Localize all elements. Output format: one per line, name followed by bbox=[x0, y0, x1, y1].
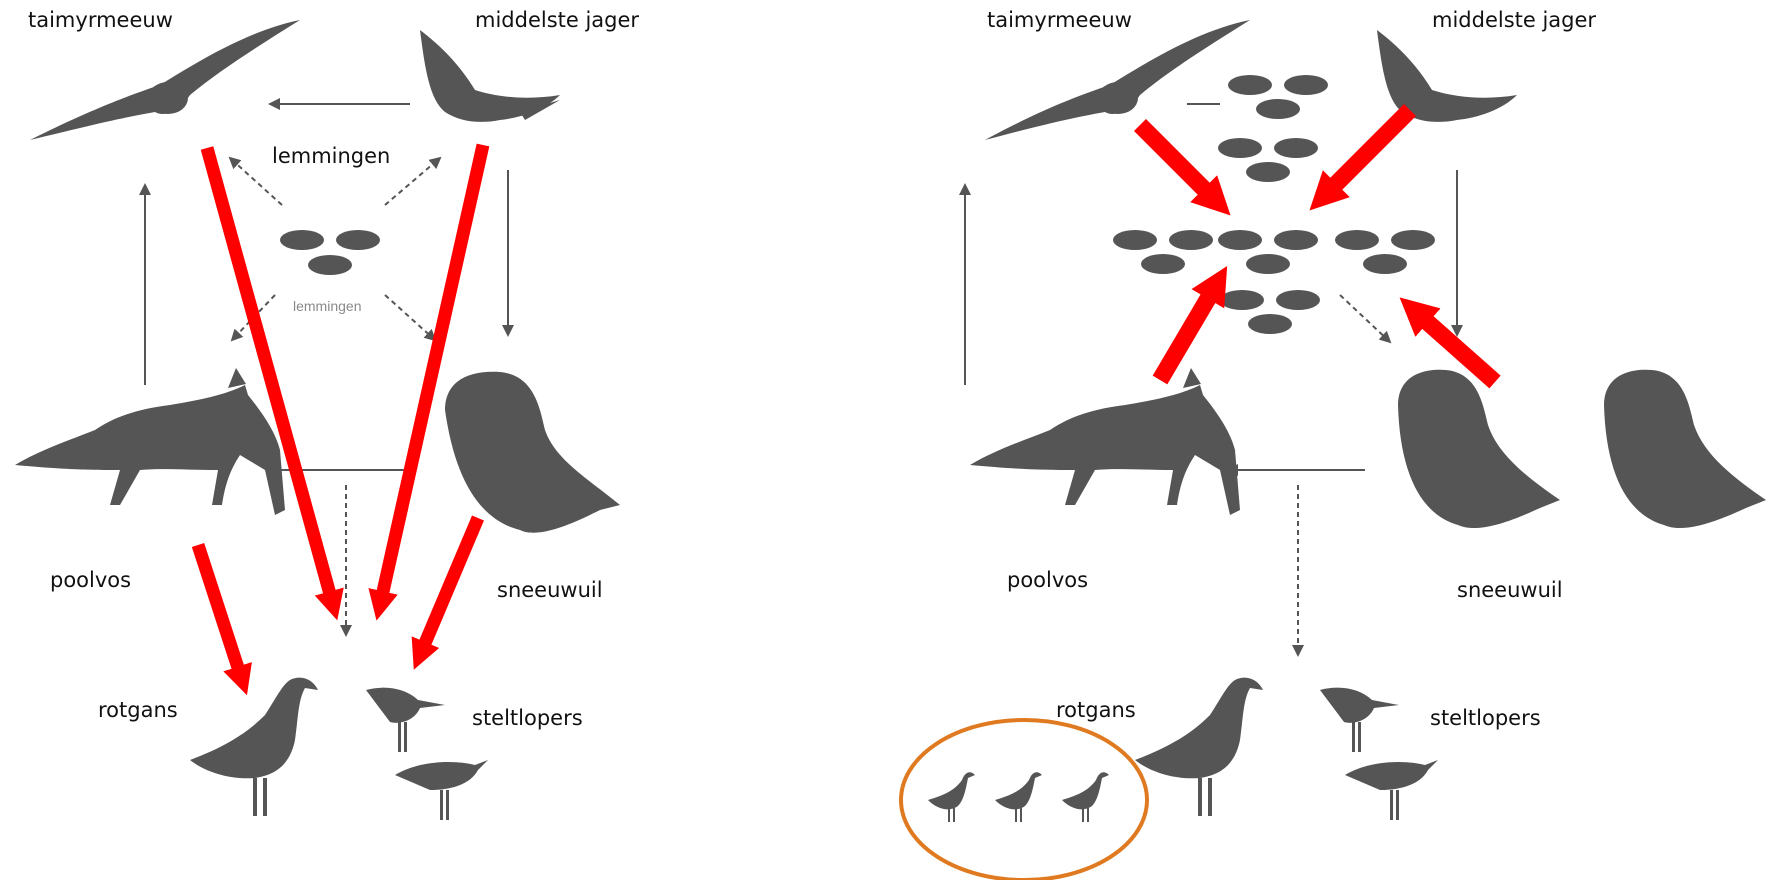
label-skua: middelste jager bbox=[475, 8, 640, 32]
label-gull: taimyrmeeuw bbox=[28, 8, 173, 32]
food-web-arrows bbox=[959, 103, 1463, 657]
gull-silhouette bbox=[985, 20, 1250, 140]
label-skua: middelste jager bbox=[1432, 8, 1597, 32]
waders-silhouette bbox=[1320, 687, 1438, 820]
red-predation-arrows bbox=[191, 143, 490, 696]
label-goose: rotgans bbox=[1056, 698, 1136, 722]
skua-silhouette bbox=[1377, 30, 1517, 122]
diagram-right-panel: taimyrmeeuw middelste jager poolvos snee… bbox=[890, 0, 1787, 880]
fox-silhouette bbox=[15, 368, 285, 515]
gull-silhouette bbox=[30, 20, 300, 140]
label-waders: steltlopers bbox=[1430, 706, 1541, 730]
label-owl: sneeuwuil bbox=[497, 578, 603, 602]
label-gull: taimyrmeeuw bbox=[987, 8, 1132, 32]
label-waders: steltlopers bbox=[472, 706, 583, 730]
lemmings-silhouette bbox=[1113, 75, 1435, 334]
label-fox: poolvos bbox=[1007, 568, 1089, 592]
lemmings-silhouette bbox=[280, 230, 380, 275]
left-food-web-art bbox=[15, 20, 620, 820]
owl-silhouette bbox=[445, 371, 620, 533]
goslings-silhouette bbox=[928, 772, 1109, 822]
right-food-web-art bbox=[899, 20, 1766, 880]
label-goose: rotgans bbox=[98, 698, 178, 722]
highlight-circle bbox=[899, 718, 1149, 880]
label-lemmings: lemmingen bbox=[272, 144, 391, 168]
diagram-left-panel: taimyrmeeuw middelste jager lemmingen le… bbox=[0, 0, 890, 880]
red-predation-arrows bbox=[1133, 103, 1501, 389]
goose-silhouette bbox=[190, 677, 318, 816]
waders-silhouette bbox=[366, 687, 488, 820]
fox-silhouette bbox=[970, 368, 1240, 515]
skua-silhouette bbox=[420, 30, 560, 122]
owl-silhouette-extra bbox=[1604, 369, 1766, 529]
label-lemmings-small: lemmingen bbox=[293, 298, 362, 314]
label-owl: sneeuwuil bbox=[1457, 578, 1563, 602]
label-fox: poolvos bbox=[50, 568, 132, 592]
goose-silhouette bbox=[1135, 677, 1263, 816]
owl-silhouette bbox=[1398, 369, 1560, 529]
